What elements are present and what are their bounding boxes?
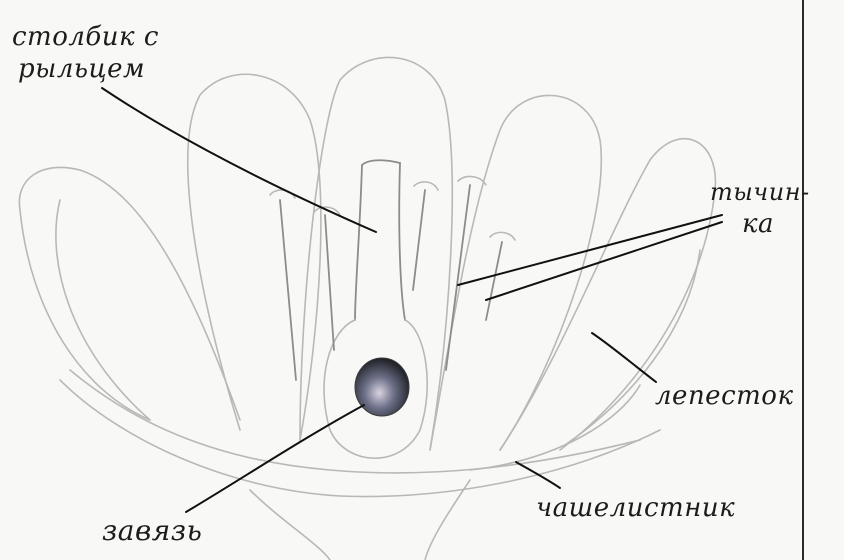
label-style-line2: рыльцем [18,54,145,84]
label-ovary: завязь [102,514,202,547]
label-stamen-line2: ка [742,209,774,239]
label-stamen-line1: тычин- [710,178,810,206]
leader-petal [592,333,656,382]
leader-sepal [516,462,560,488]
leader-stamen-1 [458,215,722,285]
label-sepals: чашелистник [536,493,735,523]
leader-stamen-2 [486,222,722,300]
label-petal: лепесток [655,381,793,411]
leader-lines [102,88,722,512]
label-style-line1: столбик с [12,22,159,52]
ovary-shape [355,358,409,416]
